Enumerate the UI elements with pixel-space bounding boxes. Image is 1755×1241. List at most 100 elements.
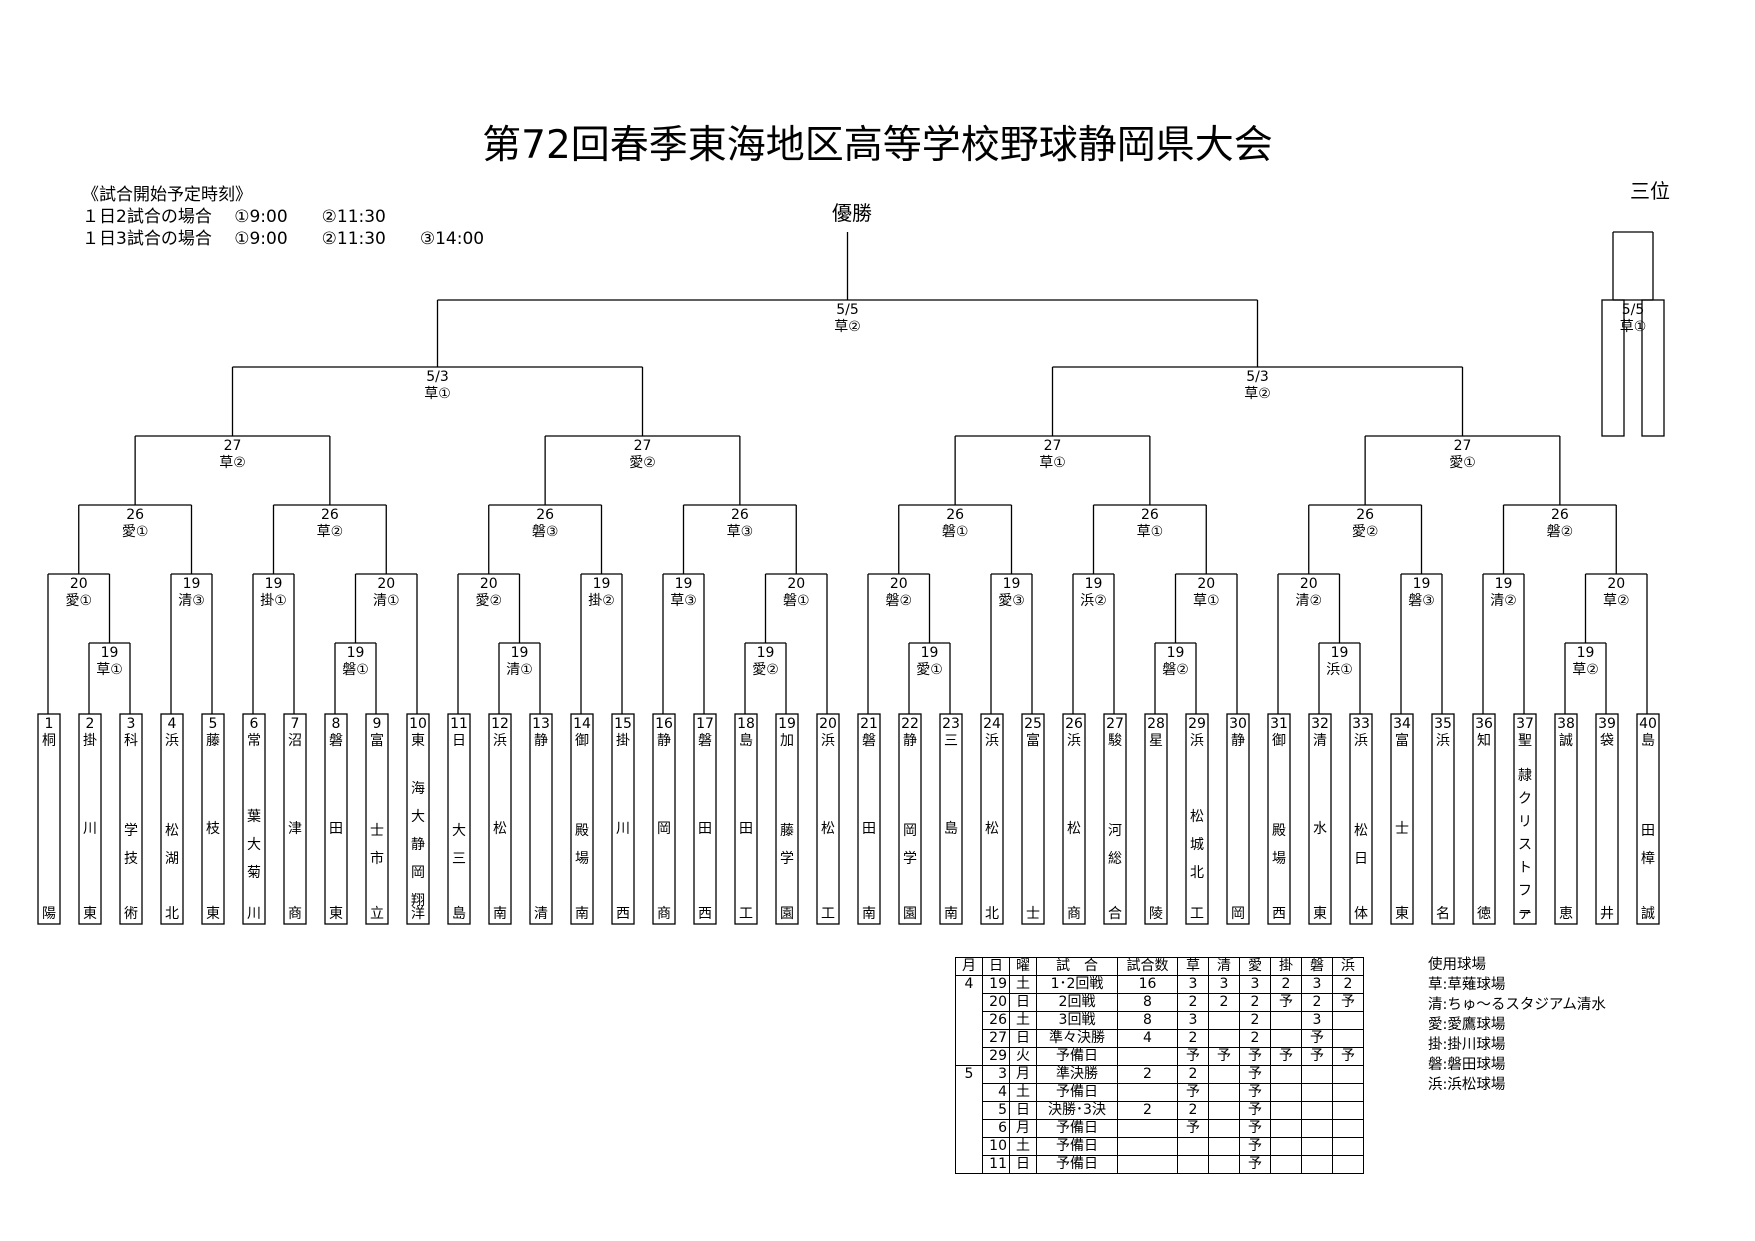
team-name-char: 菊: [247, 865, 261, 881]
round2-game-slot: 清①: [373, 593, 400, 609]
team-name-bottom: 工: [821, 906, 835, 922]
team-name-top: 誠: [1559, 733, 1573, 749]
schedule-cell: 予: [1270, 993, 1302, 1012]
team-name-char: 島: [944, 821, 958, 837]
team-name-bottom: 体: [1354, 906, 1368, 922]
schedule-cell: 2回戦: [1036, 993, 1118, 1012]
schedule-cell: 土: [1009, 1137, 1037, 1156]
semifinal-game-slot: 草①: [424, 386, 451, 402]
team-box: [283, 713, 307, 925]
schedule-cell: 予備日: [1036, 1047, 1118, 1066]
venue-item: 清:ちゅ～るスタジアム清水: [1428, 997, 1606, 1013]
team-box: [1513, 713, 1537, 925]
team-name-char: 松: [821, 821, 835, 837]
final-game-date: 5/5: [836, 302, 859, 318]
team-name-top: 磐: [698, 733, 712, 749]
team-box: [1472, 713, 1496, 925]
schedule-cell: 土: [1009, 1083, 1037, 1102]
team-number: 24: [983, 716, 1001, 732]
team-name-bottom: 南: [944, 906, 958, 922]
schedule-cell: [955, 1155, 983, 1174]
team-number: 32: [1311, 716, 1329, 732]
schedule-cell: 3: [1301, 975, 1333, 994]
team-name-char: 技: [124, 851, 138, 867]
team-name-char: 場: [575, 851, 589, 867]
round2-game-slot: 愛②: [475, 593, 502, 609]
team-number: 13: [532, 716, 550, 732]
round2-game-date: 19: [183, 576, 201, 592]
team-name-top: 東: [411, 733, 425, 749]
team-name-bottom: 東: [83, 906, 97, 922]
team-name-char: 総: [1108, 851, 1122, 867]
round2-game-slot: 清②: [1490, 593, 1517, 609]
team-box: [652, 713, 676, 925]
team-number: 4: [168, 716, 177, 732]
schedule-cell: 16: [1117, 975, 1178, 994]
schedule-cell: 3: [982, 1065, 1010, 1084]
team-name-top: 藤: [206, 733, 220, 749]
team-name-top: 静: [903, 733, 917, 749]
team-number: 9: [373, 716, 382, 732]
round3-game-date: 26: [731, 507, 749, 523]
venue-item: 掛:掛川球場: [1428, 1037, 1506, 1053]
schedule-cell: [955, 1047, 983, 1066]
schedule-cell: 予: [1239, 1155, 1271, 1174]
team-number: 36: [1475, 716, 1493, 732]
schedule-header-cell: 磐: [1301, 957, 1333, 976]
team-name-char: 大: [411, 809, 425, 825]
round1-game-slot: 愛①: [916, 662, 943, 678]
schedule-cell: [1270, 1065, 1302, 1084]
team-number: 38: [1557, 716, 1575, 732]
team-name-top: 浜: [821, 733, 835, 749]
schedule-cell: 土: [1009, 1011, 1037, 1030]
team-number: 14: [573, 716, 591, 732]
team-box: [1595, 713, 1619, 925]
schedule-cell: [1332, 1101, 1364, 1120]
schedule-cell: 3回戦: [1036, 1011, 1118, 1030]
schedule-cell: [1208, 1011, 1240, 1030]
schedule-cell: 予: [1301, 1047, 1333, 1066]
schedule-cell: [1301, 1065, 1333, 1084]
team-number: 12: [491, 716, 509, 732]
schedule-cell: 予: [1239, 1101, 1271, 1120]
team-name-top: 御: [1272, 733, 1286, 749]
round3-game-date: 26: [321, 507, 339, 523]
team-name-top: 富: [1395, 732, 1409, 749]
schedule-cell: 予: [1177, 1047, 1209, 1066]
team-box: [898, 713, 922, 925]
round2-game-date: 19: [1413, 576, 1431, 592]
round2-game-date: 20: [787, 576, 805, 592]
team-name-top: 桐: [42, 733, 56, 749]
schedule-cell: 5: [955, 1065, 983, 1084]
team-box: [1062, 713, 1086, 925]
team-box: [570, 713, 594, 925]
schedule-cell: [1270, 1155, 1302, 1174]
quarterfinal-game-date: 27: [1044, 438, 1062, 454]
team-name-top: 浜: [493, 733, 507, 749]
team-box: [611, 713, 635, 925]
team-box: [734, 713, 758, 925]
team-box: [242, 713, 266, 925]
round2-game-date: 19: [1495, 576, 1513, 592]
team-name-char: 学: [124, 823, 138, 839]
team-name-bottom: 陵: [1149, 906, 1163, 922]
team-name-bottom: 東: [1313, 906, 1327, 922]
schedule-cell: 決勝･3決: [1036, 1101, 1118, 1120]
team-name-char: 津: [288, 821, 302, 837]
team-number: 27: [1106, 716, 1124, 732]
team-name-bottom: 合: [1108, 906, 1122, 922]
start-times-note: 《試合開始予定時刻》 １日2試合の場合 ①9:00 ②11:30 １日3試合の場…: [82, 184, 484, 250]
team-number: 28: [1147, 716, 1165, 732]
team-name-bottom: 術: [124, 906, 138, 922]
team-name-bottom: 東: [329, 906, 343, 922]
venue-legend: 使用球場 草:草薙球場 清:ちゅ～るスタジアム清水 愛:愛鷹球場 掛:掛川球場 …: [1428, 955, 1606, 1095]
team-number: 10: [409, 716, 427, 732]
team-name-top: 浜: [1067, 733, 1081, 749]
schedule-cell: 予: [1332, 993, 1364, 1012]
schedule-cell: 4: [1117, 1029, 1178, 1048]
team-name-char: 士: [370, 823, 384, 839]
schedule-cell: [1208, 1137, 1240, 1156]
schedule-cell: [955, 1119, 983, 1138]
schedule-cell: [1117, 1047, 1178, 1066]
